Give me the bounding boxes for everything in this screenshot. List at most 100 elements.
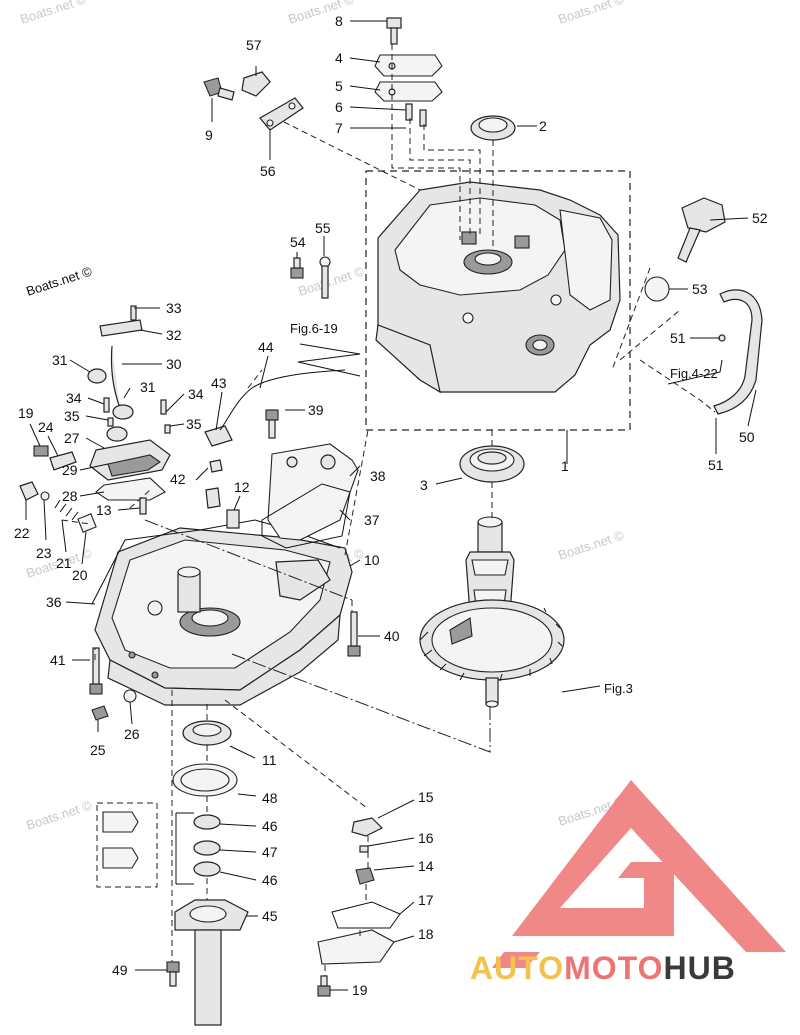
brand-logo-mark xyxy=(512,780,786,952)
part-label-2: 2 xyxy=(539,118,547,134)
part-label-33: 33 xyxy=(166,300,182,316)
part-label-15: 15 xyxy=(418,789,434,805)
watermark: Boats.net © xyxy=(18,0,88,27)
part-label-6: 6 xyxy=(335,99,343,115)
part-label-39: 39 xyxy=(308,402,324,418)
leader-lines xyxy=(25,20,757,991)
part-label-27: 27 xyxy=(64,430,80,446)
part-label-54: 54 xyxy=(290,234,306,250)
part-label-45: 45 xyxy=(262,908,278,924)
fig-ref-3: Fig.3 xyxy=(604,681,633,696)
part-label-38: 38 xyxy=(370,468,386,484)
part-label-40: 40 xyxy=(384,628,400,644)
part-label-43: 43 xyxy=(211,375,227,391)
part-label-47: 47 xyxy=(262,844,278,860)
bolts xyxy=(89,611,361,721)
part-label-23: 23 xyxy=(36,545,52,561)
part-label-53: 53 xyxy=(692,281,708,297)
part-label-4: 4 xyxy=(335,50,343,66)
part-label-50: 50 xyxy=(739,429,755,445)
brand-text-moto: MOTO xyxy=(564,950,664,986)
brand-wordmark: AUTOMOTOHUB xyxy=(470,950,736,987)
watermark: Boats.net © xyxy=(24,797,94,832)
watermark: Boats.net © xyxy=(556,0,626,27)
fig-refs xyxy=(297,343,723,693)
part-label-24: 24 xyxy=(38,419,54,435)
part-label-55: 55 xyxy=(315,220,331,236)
side-cover xyxy=(261,409,359,549)
part-label-34-right: 34 xyxy=(188,386,204,402)
construction-lines xyxy=(61,44,716,976)
bolt-54-pin-55 xyxy=(290,256,331,299)
part-label-14: 14 xyxy=(418,858,434,874)
oil-seal-2 xyxy=(470,115,516,141)
watermark-dark: Boats.net © xyxy=(24,263,94,298)
brand-text-auto: AUTO xyxy=(470,950,565,986)
sensor-parts xyxy=(139,369,346,529)
part-label-51-upper: 51 xyxy=(670,330,686,346)
breather-assembly xyxy=(33,305,171,501)
bearing-3 xyxy=(459,445,525,483)
part-label-41: 41 xyxy=(50,652,66,668)
part-label-56: 56 xyxy=(260,163,276,179)
part-label-57: 57 xyxy=(246,37,262,53)
dipstick xyxy=(644,197,763,415)
part-label-13: 13 xyxy=(96,502,112,518)
watermark: Boats.net © xyxy=(296,263,366,298)
part-label-34-left: 34 xyxy=(66,390,82,406)
part-label-51-lower: 51 xyxy=(708,457,724,473)
part-label-31-right: 31 xyxy=(140,379,156,395)
part-label-49: 49 xyxy=(112,962,128,978)
part-label-20: 20 xyxy=(72,567,88,583)
part-label-8: 8 xyxy=(335,13,343,29)
part-label-25: 25 xyxy=(90,742,106,758)
oil-pump xyxy=(317,817,401,997)
fig-ref-6-19: Fig.6-19 xyxy=(290,321,338,336)
part-label-7: 7 xyxy=(335,120,343,136)
part-label-19-lower: 19 xyxy=(352,982,368,998)
part-label-16: 16 xyxy=(418,830,434,846)
part-label-48: 48 xyxy=(262,790,278,806)
part-number-labels: 8 57 4 5 6 7 2 9 56 55 54 52 53 51 Fig.4… xyxy=(14,13,768,998)
part-label-46-upper: 46 xyxy=(262,818,278,834)
brand-logo xyxy=(492,780,786,968)
part-label-28: 28 xyxy=(62,488,78,504)
part-label-30: 30 xyxy=(166,356,182,372)
part-label-3: 3 xyxy=(420,477,428,493)
part-label-36: 36 xyxy=(46,594,62,610)
camshaft xyxy=(419,516,565,708)
lower-shaft-assembly xyxy=(96,720,249,1026)
part-label-12: 12 xyxy=(234,479,250,495)
part-label-32: 32 xyxy=(166,327,182,343)
part-label-42: 42 xyxy=(170,471,186,487)
bracket-56-clip-57 xyxy=(203,71,304,131)
part-label-46-lower: 46 xyxy=(262,872,278,888)
part-label-35-left: 35 xyxy=(64,408,80,424)
part-label-44: 44 xyxy=(258,339,274,355)
watermark: Boats.net © xyxy=(286,0,356,27)
watermark: Boats.net © xyxy=(556,527,626,562)
relief-valve xyxy=(19,481,97,533)
part-label-18: 18 xyxy=(418,926,434,942)
part-label-10: 10 xyxy=(364,552,380,568)
part-label-35-right: 35 xyxy=(186,416,202,432)
brand-text-hub: HUB xyxy=(663,950,736,986)
cover-plates xyxy=(374,17,443,127)
part-label-9: 9 xyxy=(205,127,213,143)
part-label-21: 21 xyxy=(56,555,72,571)
part-label-11: 11 xyxy=(262,752,277,768)
assembly-box xyxy=(365,170,631,431)
part-label-52: 52 xyxy=(752,210,768,226)
upper-crankcase xyxy=(375,181,621,394)
part-label-29: 29 xyxy=(62,462,78,478)
part-label-22: 22 xyxy=(14,525,30,541)
fig-ref-4-22: Fig.4-22 xyxy=(670,366,718,381)
part-label-19-upper: 19 xyxy=(18,405,34,421)
part-label-1: 1 xyxy=(561,458,569,474)
part-label-37: 37 xyxy=(364,512,380,528)
part-label-31-left: 31 xyxy=(52,352,68,368)
part-label-5: 5 xyxy=(335,78,343,94)
part-label-17: 17 xyxy=(418,892,434,908)
part-label-26: 26 xyxy=(124,726,140,742)
